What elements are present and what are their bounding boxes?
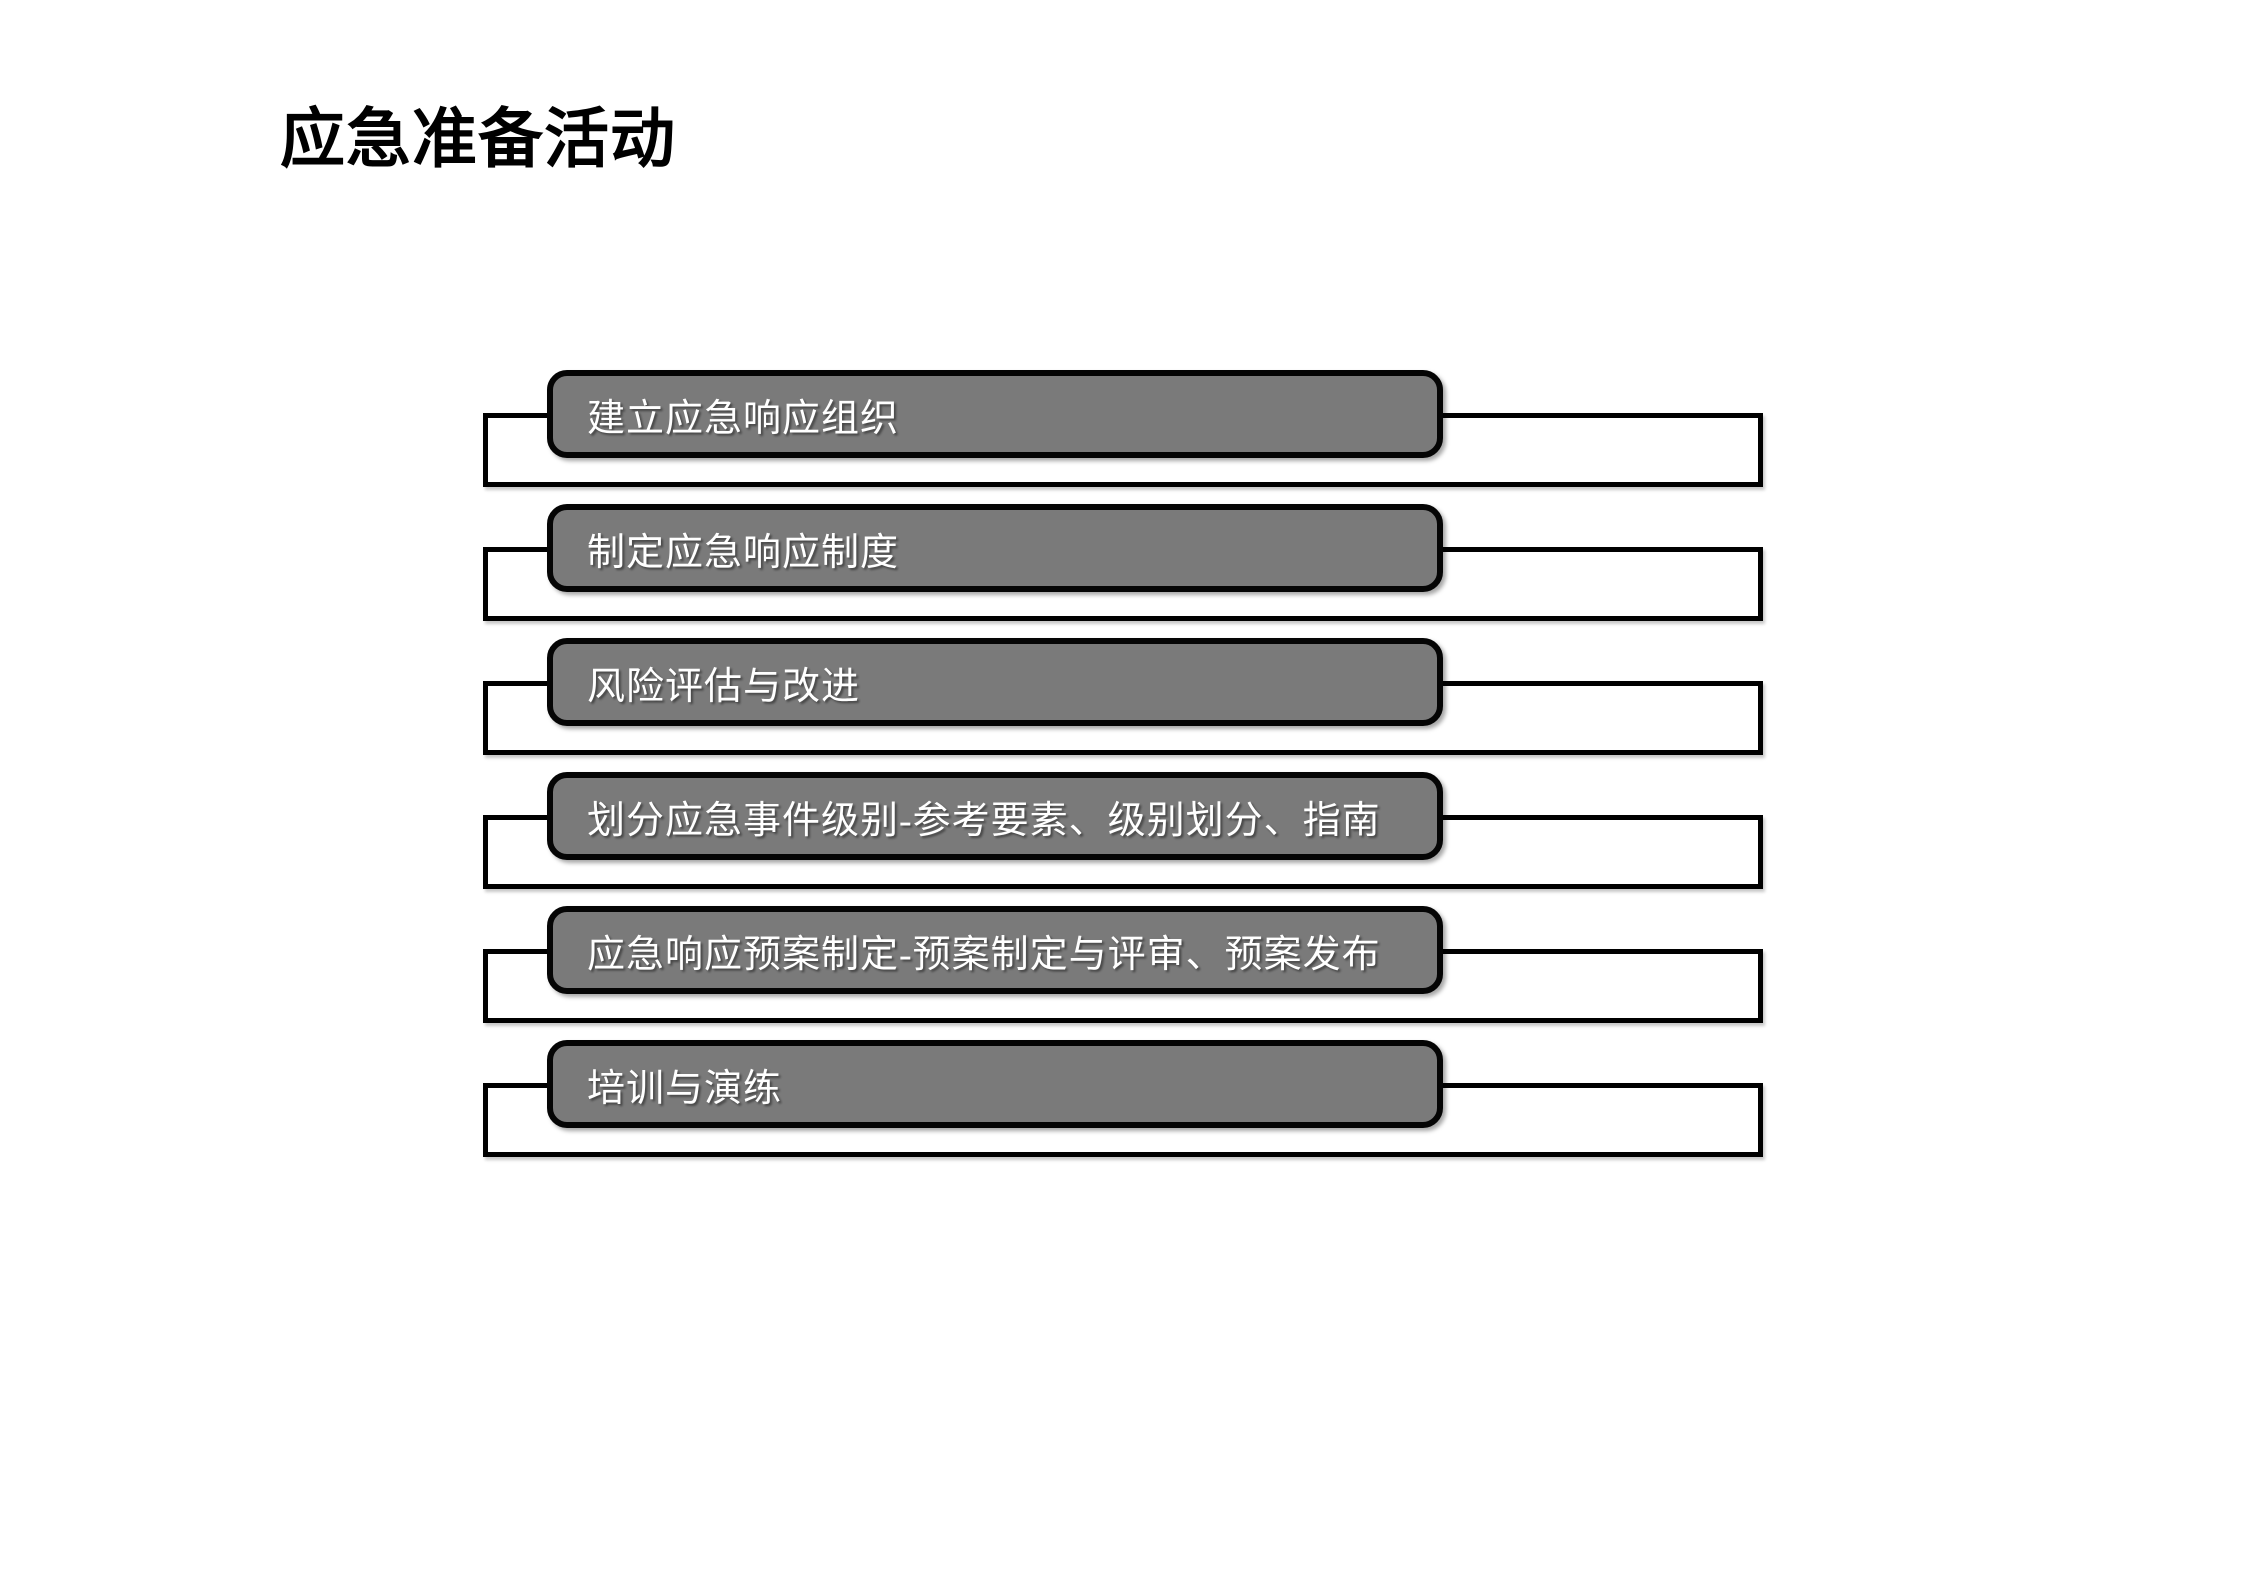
step-pill: 培训与演练 — [547, 1040, 1443, 1128]
step-pill: 划分应急事件级别-参考要素、级别划分、指南 — [547, 772, 1443, 860]
step-label: 风险评估与改进 — [587, 665, 861, 708]
step-label: 划分应急事件级别-参考要素、级别划分、指南 — [587, 799, 1381, 842]
page-title: 应急准备活动 — [280, 102, 677, 175]
step-label: 建立应急响应组织 — [587, 397, 900, 440]
step-pill: 制定应急响应制度 — [547, 504, 1443, 592]
step-label: 制定应急响应制度 — [587, 531, 900, 574]
step-pill: 风险评估与改进 — [547, 638, 1443, 726]
step-pill: 建立应急响应组织 — [547, 370, 1443, 458]
step-label: 应急响应预案制定-预案制定与评审、预案发布 — [587, 933, 1381, 976]
step-row-6: 培训与演练 — [483, 1040, 1763, 1170]
step-row-2: 制定应急响应制度 — [483, 504, 1763, 634]
step-row-3: 风险评估与改进 — [483, 638, 1763, 768]
step-label: 培训与演练 — [587, 1067, 783, 1110]
step-pill: 应急响应预案制定-预案制定与评审、预案发布 — [547, 906, 1443, 994]
step-row-1: 建立应急响应组织 — [483, 370, 1763, 500]
step-row-4: 划分应急事件级别-参考要素、级别划分、指南 — [483, 772, 1763, 902]
step-row-5: 应急响应预案制定-预案制定与评审、预案发布 — [483, 906, 1763, 1036]
